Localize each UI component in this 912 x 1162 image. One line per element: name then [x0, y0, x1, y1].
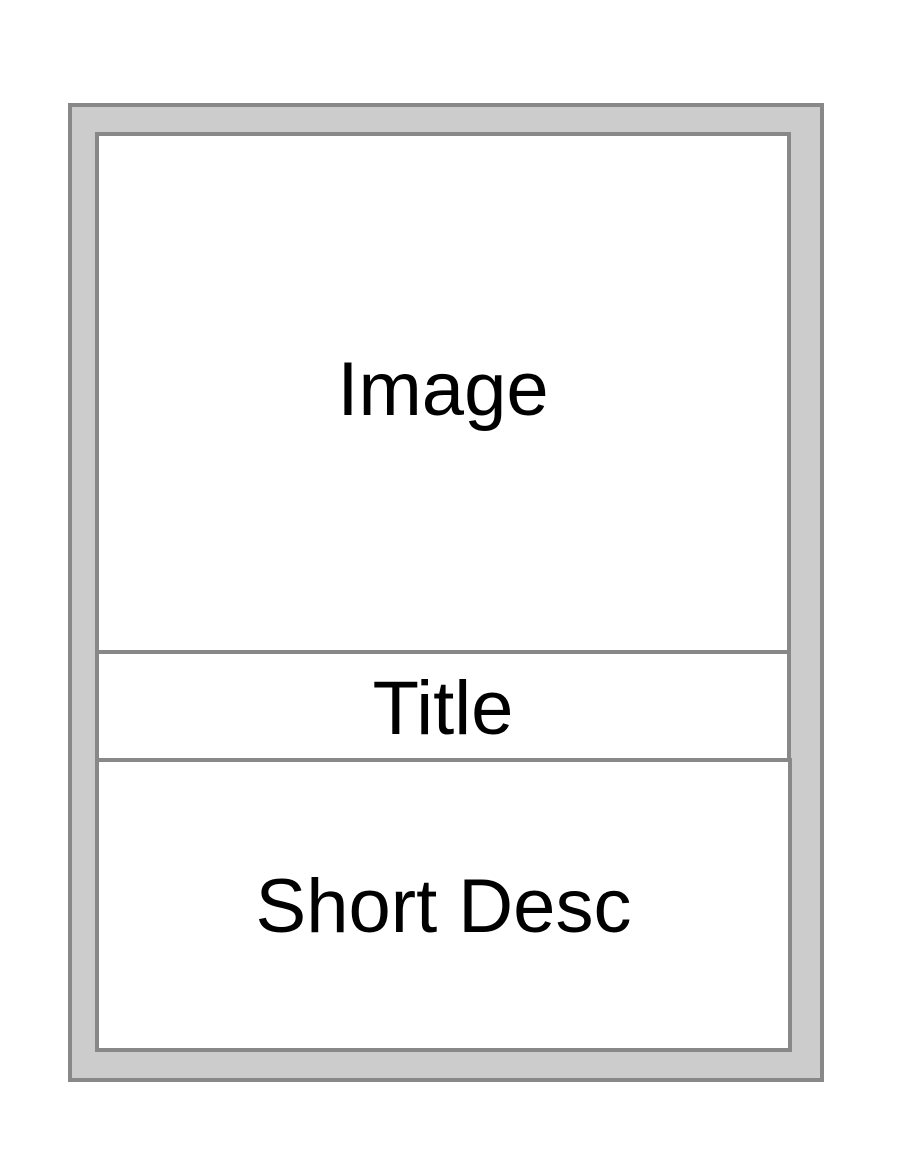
short-description-block: Short Desc	[95, 758, 792, 1052]
title-label: Title	[372, 666, 514, 751]
title-block: Title	[95, 650, 791, 768]
image-label: Image	[337, 347, 549, 432]
image-placeholder: Image	[95, 132, 791, 656]
short-desc-label: Short Desc	[255, 864, 632, 949]
